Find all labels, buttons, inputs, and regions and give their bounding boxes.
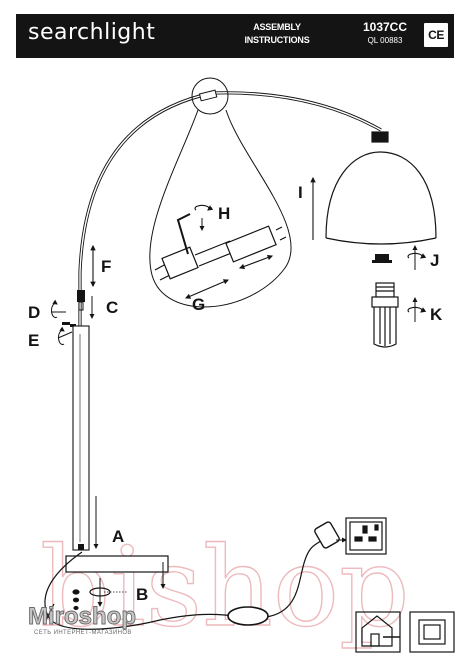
label-E: E [28,331,39,350]
bulb-icon [371,282,399,348]
power-cable [44,539,323,630]
stem-connector [77,290,85,311]
direction-arrow [184,279,230,299]
label-B: B [136,585,148,604]
shop-logo: Miroshop [28,603,136,630]
label-A: A [112,527,124,546]
label-C: C [106,298,118,317]
model-info: 1037CC QL 00883 [350,20,420,46]
document-title: ASSEMBLY INSTRUCTIONS [230,21,324,47]
joint-magnifier [149,77,292,308]
foot-switch [227,606,269,626]
watermark-text: bishop [40,523,410,651]
label-K: K [430,305,443,324]
rotate-arrow-icon [51,299,58,318]
double-insulation-icon [409,611,455,653]
label-G: G [192,295,205,314]
lamp-pole [72,325,90,551]
ql-code: QL 00883 [367,36,403,45]
rotate-arrow-icon [194,204,214,211]
brand-logo: searchlight [28,20,156,45]
lamp-shade [325,131,437,245]
tube-joint-detail [154,225,287,281]
label-H: H [218,204,230,223]
rotate-arrow-icon [407,252,427,259]
pole-screw [78,544,84,550]
document-title-line1: ASSEMBLY [253,22,301,32]
label-I: I [298,183,303,202]
direction-arrow [57,331,73,339]
label-J: J [430,251,439,270]
rotate-arrow-icon [407,306,427,313]
document-title-line2: INSTRUCTIONS [244,35,310,45]
label-D: D [28,303,40,322]
lamp-arc [78,91,382,328]
wall-socket-icon [345,517,387,555]
shop-tagline: СЕТЬ ИНТЕРНЕТ-МАГАЗИНОВ [34,630,132,636]
plug-icon [314,521,340,549]
shade-ring [372,254,392,263]
header-bar: searchlight ASSEMBLY INSTRUCTIONS 1037CC… [16,14,454,58]
ce-mark-icon: CE [424,23,448,47]
model-code: 1037CC [362,20,408,34]
label-F: F [101,257,111,276]
direction-arrow [238,254,274,270]
allen-key-icon [176,213,191,255]
indoor-use-icon [355,611,401,653]
